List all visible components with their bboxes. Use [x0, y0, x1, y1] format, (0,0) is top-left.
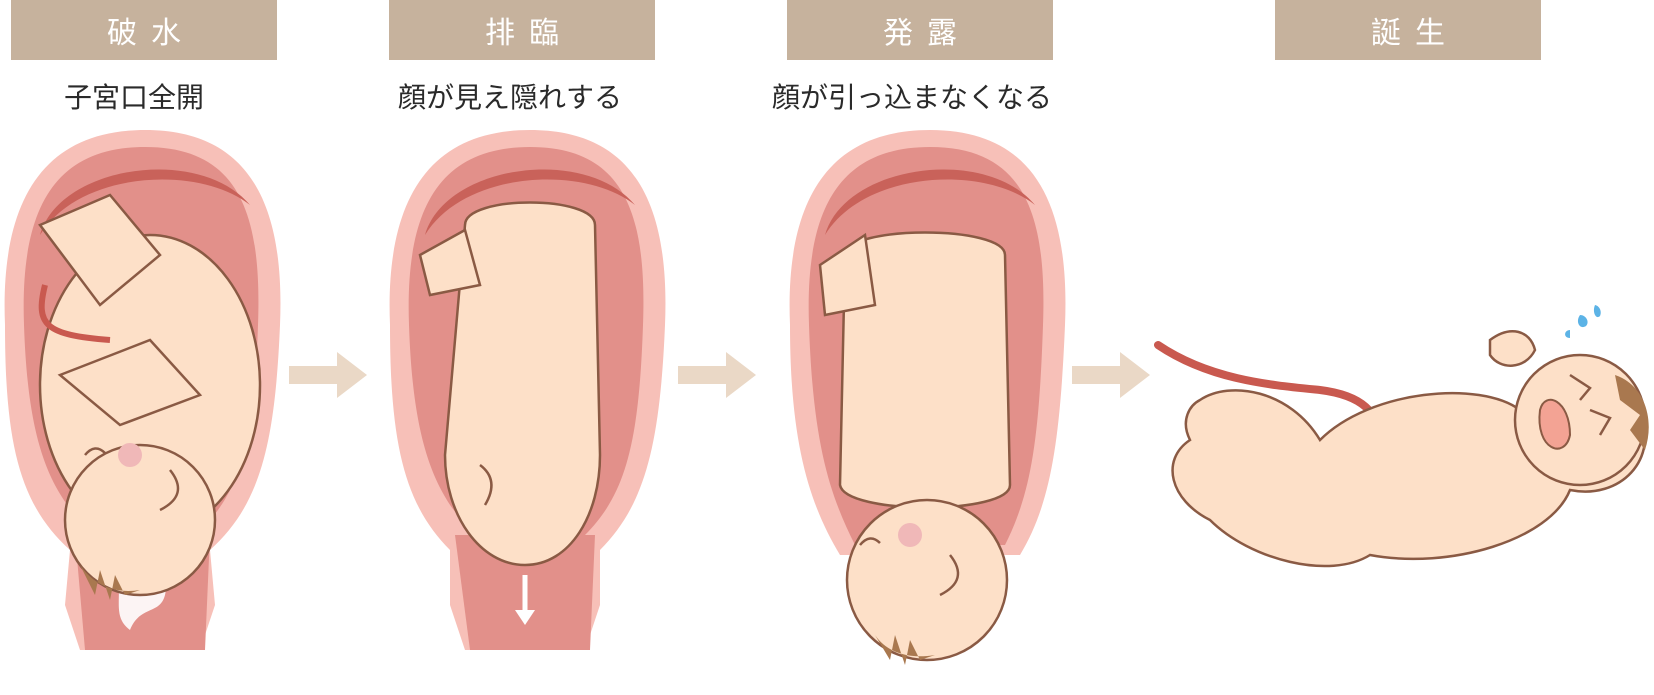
stage-1-header: 破水	[11, 0, 277, 60]
stage-2-caption: 顔が見え隠れする	[398, 81, 623, 114]
stage-4-title: 誕生	[1371, 16, 1459, 51]
fetus-descending-in-uterus-illustration	[389, 130, 666, 650]
stage-3-header: 発露	[787, 0, 1053, 60]
stage-3-caption: 顔が引っ込まなくなる	[772, 81, 1053, 114]
stage-2-header: 排臨	[389, 0, 655, 60]
right-arrow-icon	[289, 352, 367, 398]
fetus-in-uterus-water-breaking-illustration	[4, 130, 281, 650]
stage-3-title: 発露	[883, 16, 971, 51]
right-arrow-icon	[1072, 352, 1150, 398]
stage-4-header: 誕生	[1275, 0, 1541, 60]
stage-1-caption: 子宮口全開	[64, 81, 205, 114]
stage-2-title: 排臨	[485, 16, 573, 51]
right-arrow-icon	[678, 352, 756, 398]
fetus-head-crowning-illustration	[789, 130, 1066, 665]
crying-newborn-baby-illustration	[1154, 305, 1649, 568]
stage-1-title: 破水	[107, 16, 195, 51]
